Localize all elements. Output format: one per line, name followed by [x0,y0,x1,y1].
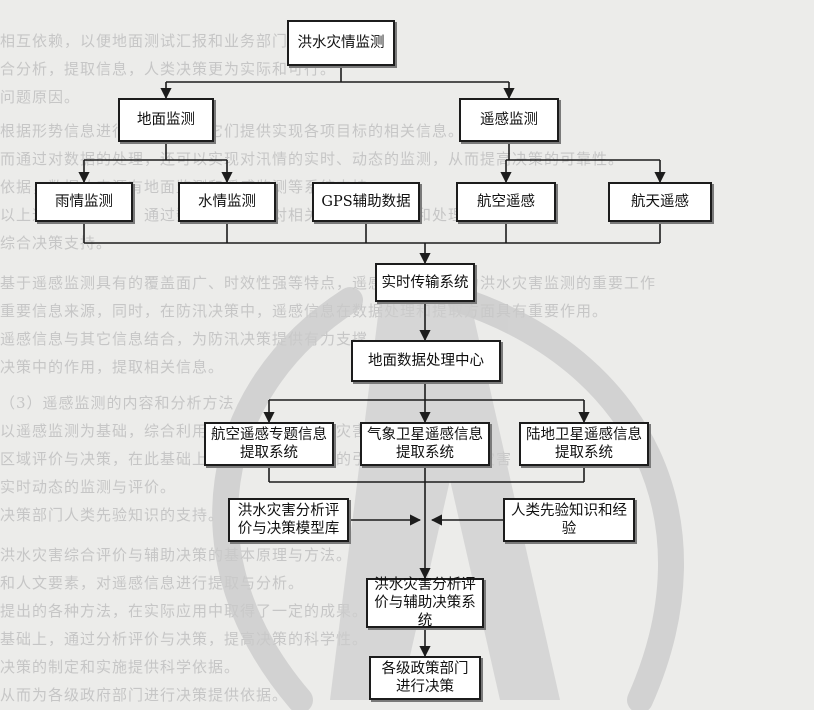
background-text-line: 而通过对数据的处理，还可以实现对汛情的实时、动态的监测，从而提高决策的可靠性。 [0,150,625,168]
background-text-line: 基于遥感监测具有的覆盖面广、时效性强等特点，遥感信息已经成为洪水灾害监测的重要工… [0,274,657,292]
node-decision-support: 洪水灾害分析评价与辅助决策系统 [366,577,484,629]
node-meteo-extraction: 气象卫星遥感信息提取系统 [360,422,490,466]
node-space-rs: 航天遥感 [608,182,712,222]
background-text-line: 相互依赖，以便地面测试汇报和业务部门的协作。 [0,32,353,50]
background-text-line: 问题原因。 [0,88,81,106]
background-text-line: 合分析，提取信息，人类决策更为实际和可行。 [0,60,337,78]
background-text-line: 决策部门人类先验知识的支持。 [0,506,225,524]
node-prior-knowledge: 人类先验知识和经验 [503,498,635,542]
node-gps-data: GPS辅助数据 [312,182,420,222]
node-policy-departments: 各级政策部门进行决策 [369,656,481,700]
background-text-line: 实时动态的监测与评价。 [0,478,177,496]
background-text-line: 提出的各种方法，在实际应用中取得了一定的成果。 [0,602,369,620]
background-text-line: 洪水灾害综合评价与辅助决策的基本原理与方法。 [0,546,353,564]
node-ground-monitoring: 地面监测 [118,98,214,142]
node-aerial-rs: 航空遥感 [456,182,556,222]
node-realtime-transmission: 实时传输系统 [375,263,475,302]
node-land-extraction: 陆地卫星遥感信息提取系统 [519,422,649,466]
node-aerial-extraction: 航空遥感专题信息提取系统 [204,422,334,466]
node-flood-monitoring: 洪水灾情监测 [287,20,395,66]
node-rain-monitoring: 雨情监测 [35,182,133,222]
background-text-line: 决策的制定和实施提供科学依据。 [0,658,241,676]
background-text-line: 从而为各级政府部门进行决策提供依据。 [0,686,289,704]
node-remote-sensing: 遥感监测 [459,98,559,142]
node-ground-processing: 地面数据处理中心 [351,340,501,382]
background-text-line: （3）遥感监测的内容和分析方法 [0,394,235,412]
background-text-line: 根据形势信息进行动态监测，它们提供实现各项目标的相关信息。 [0,122,465,140]
node-water-monitoring: 水情监测 [178,182,276,222]
node-model-library: 洪水灾害分析评价与决策模型库 [228,498,349,542]
background-text-line: 决策中的作用，提取相关信息。 [0,358,225,376]
